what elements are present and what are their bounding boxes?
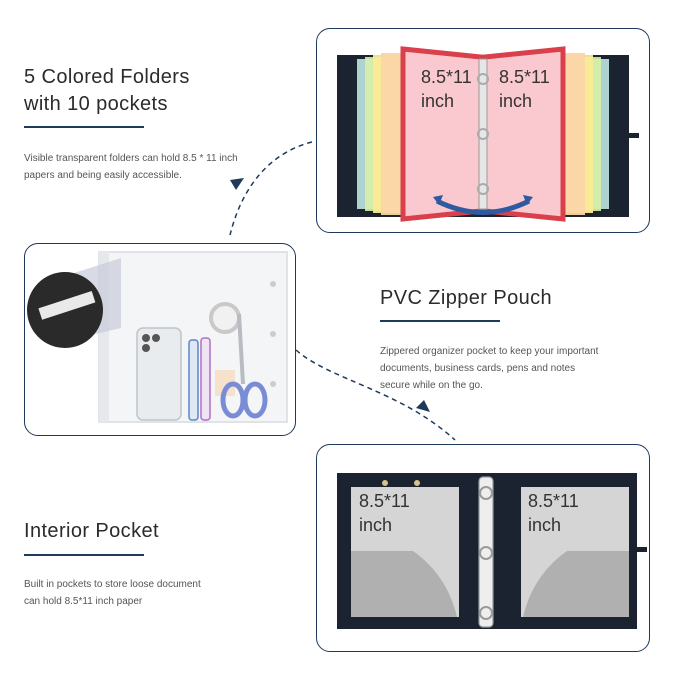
ring-mechanism (478, 476, 494, 628)
pen-blue (188, 339, 199, 421)
folders-title: 5 Colored Folders with 10 pockets (24, 64, 190, 118)
curved-arrow (435, 198, 531, 215)
folders-desc: Visible transparent folders can hold 8.5… (24, 150, 238, 184)
pen-purple (200, 337, 211, 421)
pouch-desc-line1: Zippered organizer pocket to keep your i… (380, 346, 599, 357)
interior-right-unit: inch (528, 515, 562, 535)
interior-rule (24, 554, 144, 556)
interior-left-size-label: 8.5*11 inch (359, 489, 410, 537)
folders-title-line1: 5 Colored Folders (24, 66, 190, 88)
folders-right-size-label: 8.5*11 inch (499, 65, 550, 113)
scissors (237, 313, 245, 385)
folders-left-size-label: 8.5*11 inch (421, 65, 472, 113)
interior-right-size-label: 8.5*11 inch (528, 489, 579, 537)
binder-spine-rings (478, 58, 488, 210)
interior-desc-line2: can hold 8.5*11 inch paper (24, 596, 143, 607)
right-pocket (523, 551, 629, 617)
tape-roll (209, 302, 241, 334)
folders-desc-line1: Visible transparent folders can hold 8.5… (24, 153, 238, 164)
folders-rule (24, 126, 144, 128)
phone (136, 327, 182, 421)
pouch-rule (380, 320, 500, 322)
interior-desc: Built in pockets to store loose document… (24, 576, 201, 610)
pouch-illustration (27, 251, 288, 423)
interior-image-frame: 8.5*11 inch 8.5*11 inch (316, 444, 650, 652)
folders-image-frame: 8.5*11 inch 8.5*11 inch (316, 28, 650, 233)
arrowhead-bottom (416, 400, 430, 412)
interior-left-unit: inch (359, 515, 393, 535)
interior-desc-line1: Built in pockets to store loose document (24, 579, 201, 590)
folders-title-line2: with 10 pockets (24, 93, 168, 115)
folders-left-size: 8.5*11 (421, 67, 472, 87)
pouch-desc: Zippered organizer pocket to keep your i… (380, 343, 598, 394)
folders-desc-line2: papers and being easily accessible. (24, 170, 182, 181)
folders-illustration (337, 46, 639, 222)
interior-title: Interior Pocket (24, 520, 159, 542)
pouch-desc-line2: documents, business cards, pens and note… (380, 363, 576, 374)
pouch-image-frame (24, 243, 296, 436)
interior-illustration (337, 473, 647, 629)
left-pocket (351, 551, 457, 617)
interior-right-size: 8.5*11 (528, 491, 579, 511)
connector-folders-to-pouch (229, 141, 313, 236)
folders-right-size: 8.5*11 (499, 67, 550, 87)
pouch-desc-line3: secure while on the go. (380, 380, 483, 391)
interior-left-size: 8.5*11 (359, 491, 410, 511)
pouch-title: PVC Zipper Pouch (380, 287, 553, 309)
folders-left-unit: inch (421, 91, 455, 111)
folders-right-unit: inch (499, 91, 533, 111)
eraser (215, 370, 235, 396)
zipper-strip (99, 252, 109, 422)
